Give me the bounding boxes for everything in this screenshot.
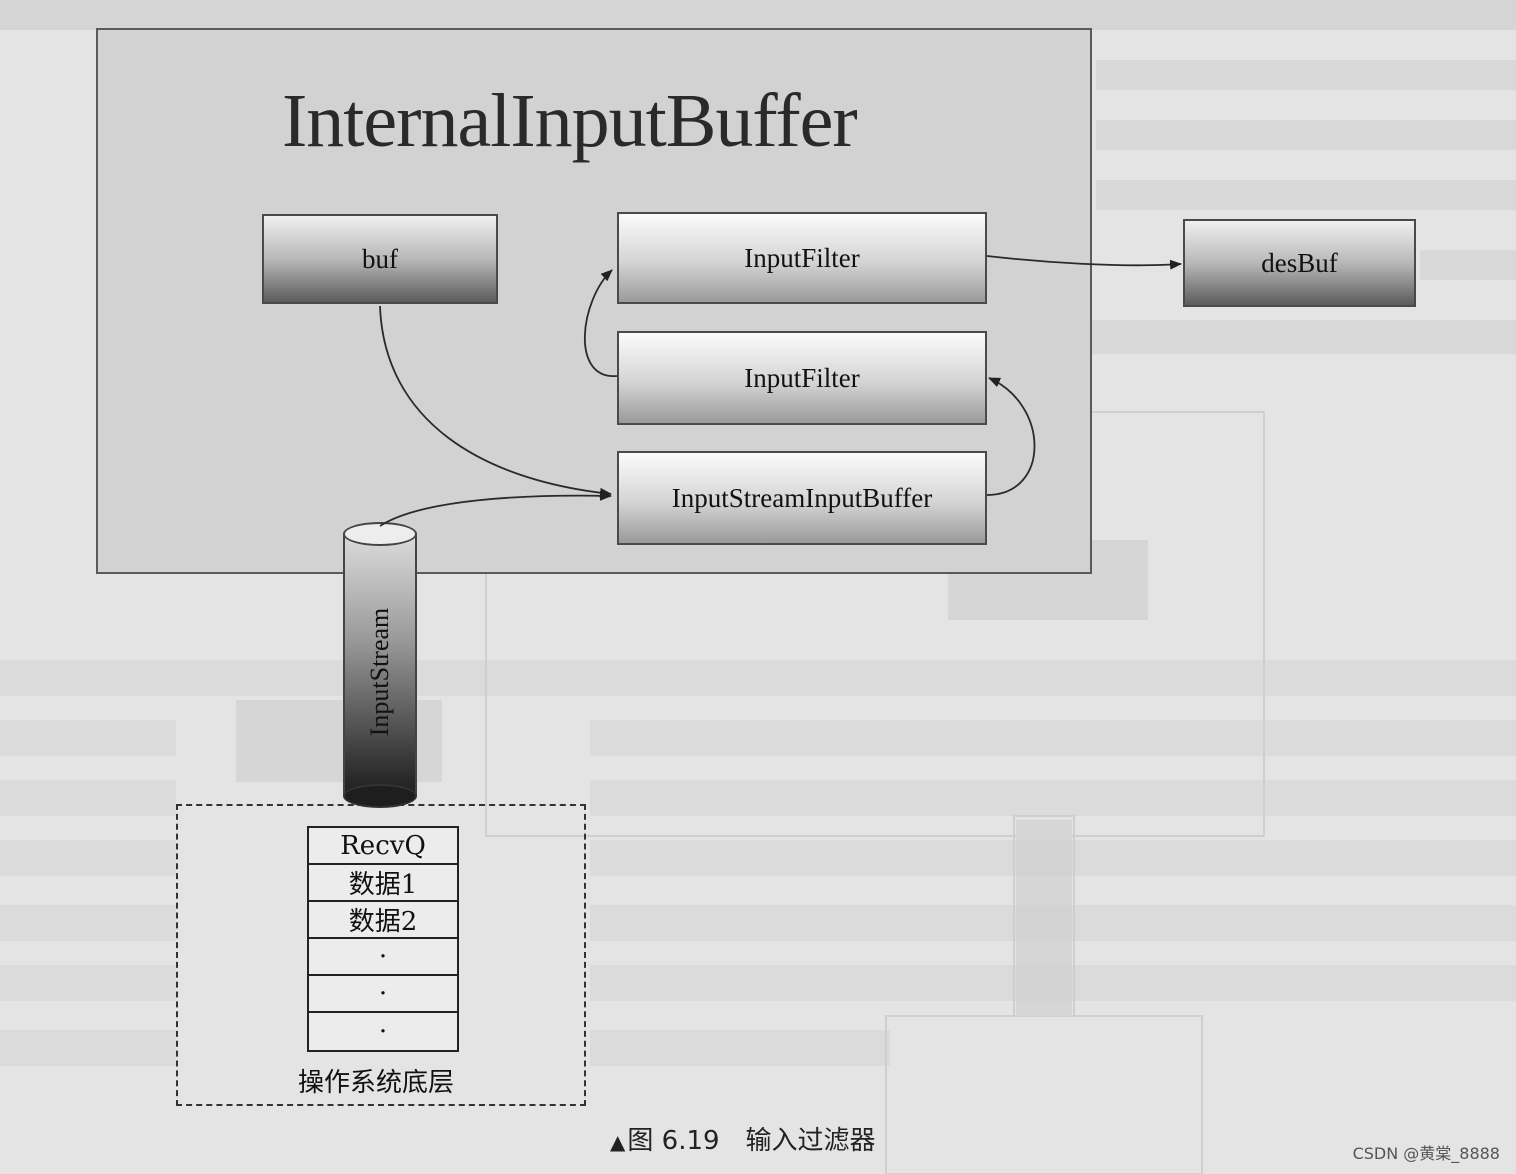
des-buf-box: desBuf (1183, 219, 1416, 307)
watermark: CSDN @黄棠_8888 (1352, 1144, 1500, 1163)
input-stream-input-buffer-box: InputStreamInputBuffer (617, 451, 987, 545)
input-stream-input-buffer-label: InputStreamInputBuffer (671, 482, 933, 513)
queue-cell-data1: 数据1 (309, 865, 457, 902)
recv-queue: RecvQ 数据1 数据2 · · · (307, 826, 459, 1052)
input-filter-mid-box: InputFilter (617, 331, 987, 425)
diagram-title: InternalInputBuffer (282, 79, 858, 163)
os-layer-label: 操作系统底层 (298, 1068, 455, 1098)
queue-cell-recvq: RecvQ (309, 828, 457, 865)
input-filter-top-box: InputFilter (617, 212, 987, 304)
des-buf-label: desBuf (1261, 247, 1338, 278)
cylinder-body (343, 534, 417, 796)
input-stream-label: InputStream (365, 607, 394, 737)
queue-cell-data2: 数据2 (309, 902, 457, 939)
buf-label: buf (362, 243, 398, 274)
queue-cell-dot-3: · (378, 1016, 388, 1047)
caption-text: 图 6.19 输入过滤器 (627, 1126, 876, 1156)
cylinder-top (343, 522, 417, 546)
buf-box: buf (262, 214, 498, 304)
input-filter-top-label: InputFilter (744, 242, 860, 273)
cylinder-bottom (343, 784, 417, 808)
input-filter-mid-label: InputFilter (744, 362, 860, 393)
queue-cell-dot-2: · (309, 976, 457, 1013)
queue-cell-dot-1: · (309, 939, 457, 976)
caption-marker: ▲ (610, 1130, 626, 1154)
input-stream-cylinder: InputStream (343, 522, 417, 808)
figure-caption: ▲图 6.19 输入过滤器 (610, 1120, 876, 1157)
